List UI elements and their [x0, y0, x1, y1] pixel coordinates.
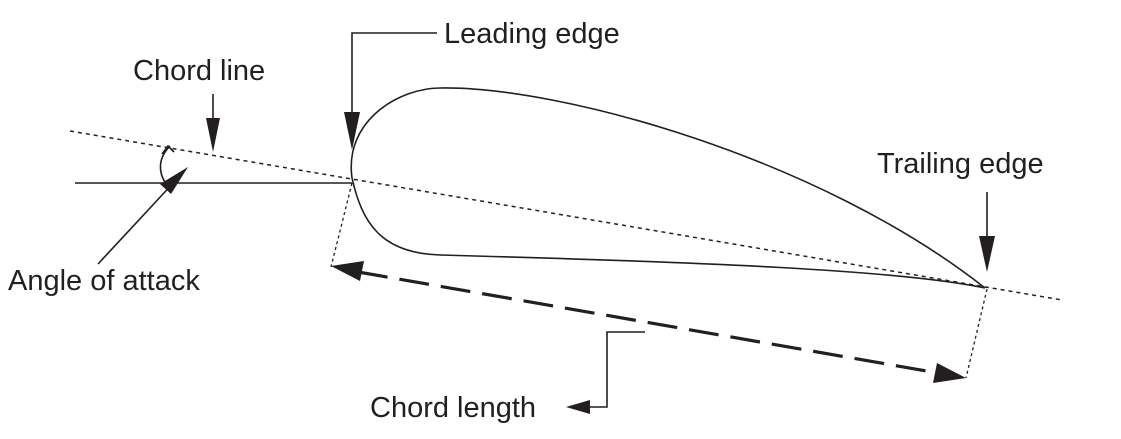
- trailing-edge-label: Trailing edge: [877, 148, 1044, 180]
- chord-length-pointer: [590, 331, 645, 408]
- chord-length-pointer-arrowhead: [566, 400, 590, 414]
- airfoil-outline: [350, 87, 986, 289]
- leading-edge-label: Leading edge: [444, 18, 620, 50]
- angle-of-attack-leader: [97, 179, 177, 265]
- chord-line-label: Chord line: [133, 55, 265, 87]
- chord-length-extension-trailing: [965, 288, 988, 379]
- angle-of-attack-label: Angle of attack: [8, 265, 200, 297]
- chord-length-arrowhead-right: [933, 363, 966, 383]
- chord-length-arrowhead-left: [331, 261, 364, 281]
- chord-line-arrowhead: [206, 118, 220, 152]
- chord-length-extension-leading: [330, 182, 353, 268]
- leading-edge-pointer: [351, 32, 437, 118]
- angle-arc: [159, 145, 171, 185]
- chord-length-dimension-line: [357, 270, 939, 375]
- angle-of-attack-arrowhead: [160, 167, 188, 194]
- angle-arc-tip: [161, 144, 175, 155]
- chord-length-label: Chord length: [370, 392, 536, 424]
- leading-edge-arrowhead: [344, 112, 360, 150]
- trailing-edge-arrowhead: [979, 236, 995, 272]
